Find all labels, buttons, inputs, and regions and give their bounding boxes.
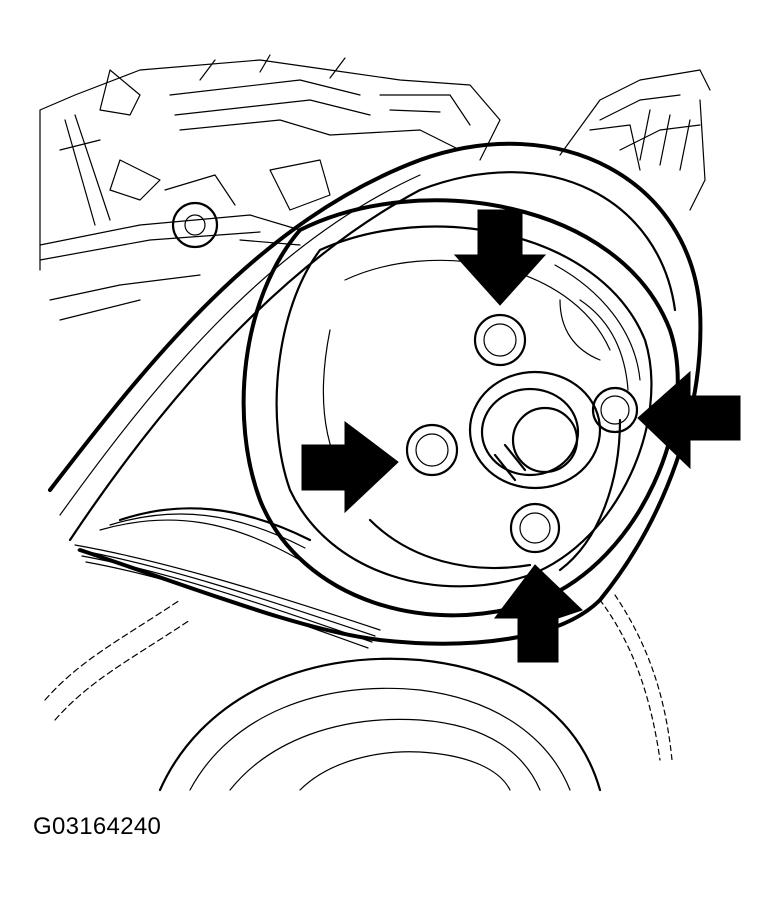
engine-block-sketch bbox=[39, 54, 501, 321]
crankshaft-pulley bbox=[241, 198, 680, 618]
bolt-left bbox=[405, 423, 459, 477]
chain-sketch bbox=[44, 594, 673, 761]
bracket-sketch bbox=[559, 69, 711, 211]
arrow-bottom bbox=[493, 564, 583, 663]
bolt-bottom bbox=[509, 502, 561, 554]
bolt-top bbox=[473, 313, 527, 367]
drive-belt bbox=[48, 141, 703, 649]
pulley-hub bbox=[468, 370, 602, 490]
bolt-right bbox=[591, 386, 639, 434]
lower-pulley-sketch bbox=[158, 657, 602, 792]
arrow-right bbox=[637, 370, 741, 470]
figure-code: G03164240 bbox=[33, 813, 162, 840]
arrow-top bbox=[453, 209, 547, 306]
arrow-left bbox=[301, 420, 399, 514]
